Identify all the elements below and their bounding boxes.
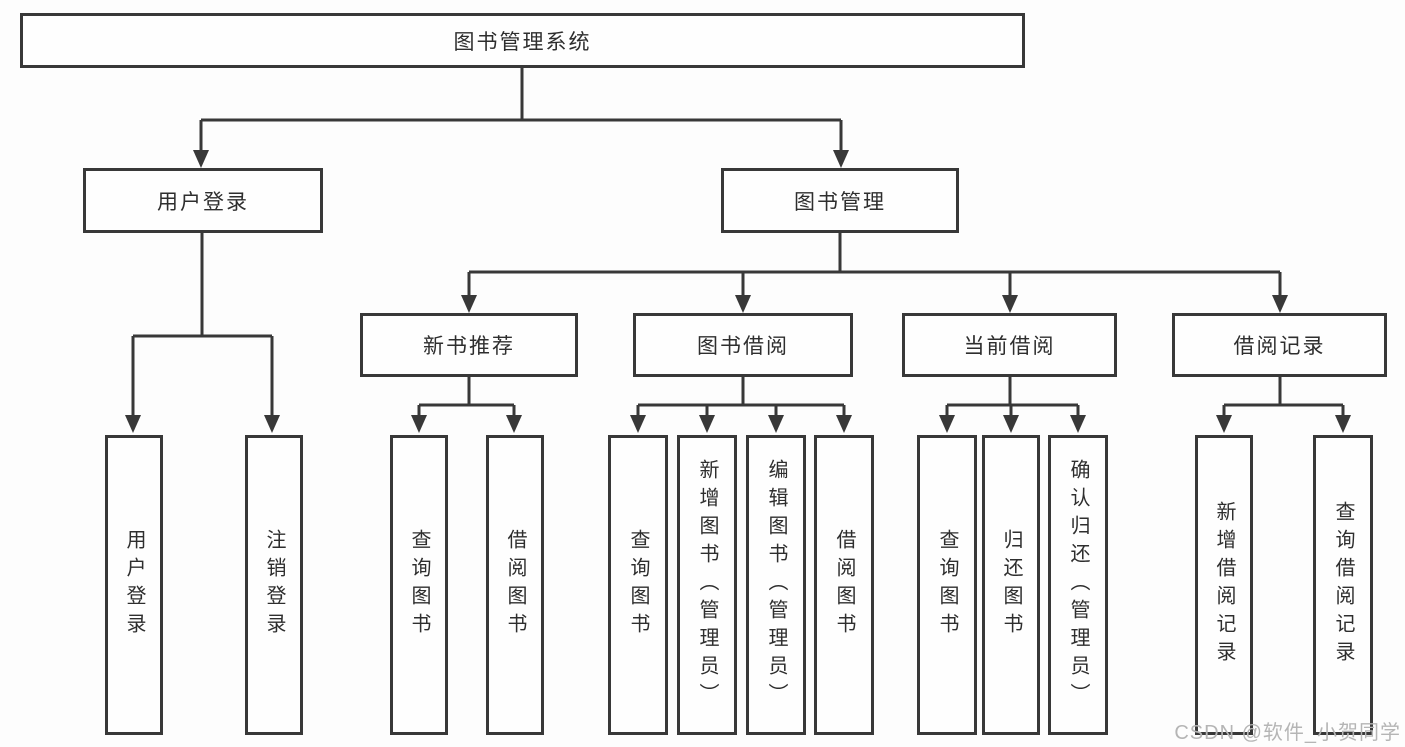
node-book-management-label: 图书管理 (794, 190, 886, 214)
csdn-watermark: CSDN @软件_小贺同学 (1174, 722, 1401, 744)
leaf-logout: 注销登录 (245, 435, 303, 735)
leaf-query-borrow-record: 查询借阅记录 (1313, 435, 1373, 735)
leaf-label: 新增图书（管理员） (696, 459, 718, 711)
leaf-return-books: 归还图书 (982, 435, 1040, 735)
leaf-label: 编辑图书（管理员） (765, 459, 787, 711)
node-new-book-recommend: 新书推荐 (360, 313, 578, 377)
leaf-label: 确认归还（管理员） (1067, 459, 1089, 711)
node-borrow-records: 借阅记录 (1172, 313, 1387, 377)
leaf-label: 注销登录 (263, 529, 285, 641)
leaf-label: 用户登录 (123, 529, 145, 641)
leaf-label: 查询图书 (408, 529, 430, 641)
leaf-label: 查询图书 (627, 529, 649, 641)
leaf-query-books-borrow: 查询图书 (608, 435, 668, 735)
node-root-label: 图书管理系统 (453, 30, 592, 54)
leaf-confirm-return-admin: 确认归还（管理员） (1048, 435, 1108, 735)
leaf-label: 借阅图书 (504, 529, 526, 641)
node-book-borrow-label: 图书借阅 (697, 335, 789, 358)
leaf-add-books-admin: 新增图书（管理员） (677, 435, 737, 735)
leaf-label: 查询借阅记录 (1332, 501, 1354, 669)
node-borrow-records-label: 借阅记录 (1233, 335, 1326, 358)
leaf-label: 借阅图书 (833, 529, 855, 641)
leaf-edit-books-admin: 编辑图书（管理员） (746, 435, 806, 735)
leaf-label: 新增借阅记录 (1213, 501, 1235, 669)
leaf-borrow-books: 借阅图书 (814, 435, 874, 735)
leaf-query-books-recommend: 查询图书 (390, 435, 448, 735)
leaf-label: 归还图书 (1000, 529, 1022, 641)
leaf-label: 查询图书 (936, 529, 958, 641)
node-user-login-label: 用户登录 (157, 190, 249, 214)
node-user-login: 用户登录 (83, 168, 323, 233)
node-current-borrow-label: 当前借阅 (963, 335, 1056, 358)
node-root-system: 图书管理系统 (20, 13, 1025, 68)
node-book-management: 图书管理 (721, 168, 959, 233)
leaf-query-books-current: 查询图书 (917, 435, 977, 735)
leaf-add-borrow-record: 新增借阅记录 (1195, 435, 1253, 735)
leaf-borrow-books-recommend: 借阅图书 (486, 435, 544, 735)
node-book-borrow: 图书借阅 (633, 313, 853, 377)
node-new-book-recommend-label: 新书推荐 (423, 335, 515, 358)
leaf-user-login: 用户登录 (105, 435, 163, 735)
node-current-borrow: 当前借阅 (902, 313, 1117, 377)
